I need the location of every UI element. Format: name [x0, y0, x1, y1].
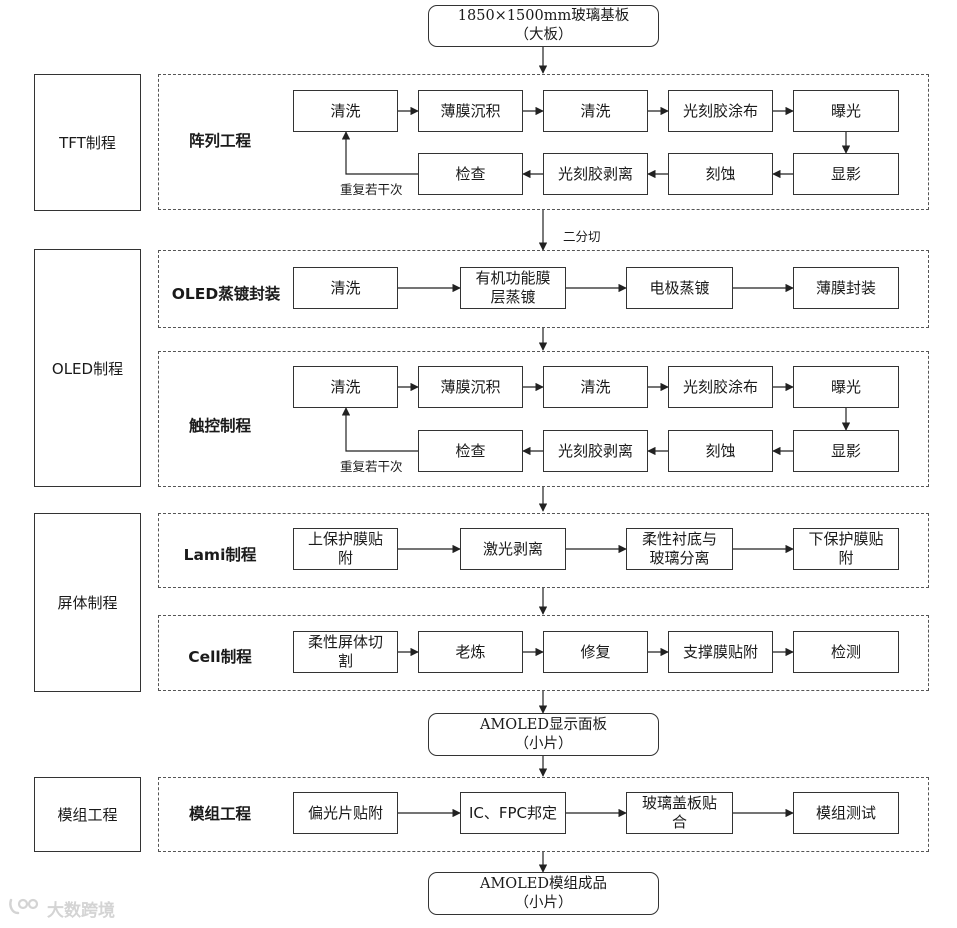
logo-icon [8, 896, 42, 921]
process-step: 曝光 [793, 90, 899, 132]
panel-lami [158, 513, 929, 588]
panel-array-label: 阵列工程 [188, 132, 251, 150]
process-step: 显影 [793, 153, 899, 195]
process-step: 光刻胶剥离 [543, 153, 648, 195]
start-node: 1850×1500mm玻璃基板 （大板） [428, 5, 659, 47]
process-step: 清洗 [293, 90, 398, 132]
process-step: 支撑膜贴附 [668, 631, 773, 673]
process-step: 清洗 [543, 366, 648, 408]
process-step: 薄膜沉积 [418, 90, 523, 132]
process-step: 修复 [543, 631, 648, 673]
panel-touch-label: 触控制程 [188, 417, 251, 435]
panel-lami-label: Lami制程 [183, 546, 257, 564]
process-step: 清洗 [543, 90, 648, 132]
process-step: IC、FPC邦定 [460, 792, 566, 834]
watermark-text: 大数跨境 [47, 901, 115, 921]
panel-array [158, 74, 929, 210]
panel-touch [158, 351, 929, 487]
process-step: 检查 [418, 153, 523, 195]
stage-oled: OLED制程 [34, 249, 141, 487]
panel-output-node: AMOLED显示面板 （小片） [428, 713, 659, 756]
process-step: 薄膜沉积 [418, 366, 523, 408]
process-step: 薄膜封装 [793, 267, 899, 309]
stage-screen-body: 屏体制程 [34, 513, 141, 692]
panel-cell [158, 615, 929, 691]
process-step: 柔性屏体切 割 [293, 631, 398, 673]
process-step: 有机功能膜 层蒸镀 [460, 267, 566, 309]
panel-oled-evaporation-label: OLED蒸镀封装 [171, 285, 281, 303]
panel-module-label: 模组工程 [188, 805, 251, 823]
panel-oled-evaporation [158, 250, 929, 328]
process-step: 光刻胶涂布 [668, 90, 773, 132]
process-step: 上保护膜贴 附 [293, 528, 398, 570]
process-step: 清洗 [293, 366, 398, 408]
process-step: 刻蚀 [668, 430, 773, 472]
process-step: 刻蚀 [668, 153, 773, 195]
final-product-node: AMOLED模组成品 （小片） [428, 872, 659, 915]
repeat-label: 重复若干次 [340, 459, 403, 474]
stage-tft: TFT制程 [34, 74, 141, 211]
loop-arrow [341, 407, 418, 452]
process-step: 曝光 [793, 366, 899, 408]
process-step: 激光剥离 [460, 528, 566, 570]
process-step: 玻璃盖板贴 合 [626, 792, 733, 834]
watermark: 大数跨境 [8, 896, 115, 921]
process-step: 电极蒸镀 [626, 267, 733, 309]
repeat-label: 重复若干次 [340, 182, 403, 197]
process-step: 显影 [793, 430, 899, 472]
process-step: 光刻胶涂布 [668, 366, 773, 408]
stage-module: 模组工程 [34, 777, 141, 852]
process-step: 下保护膜贴 附 [793, 528, 899, 570]
process-step: 柔性衬底与 玻璃分离 [626, 528, 733, 570]
cut-label: 二分切 [563, 229, 601, 244]
process-step: 清洗 [293, 267, 398, 309]
process-step: 检查 [418, 430, 523, 472]
process-step: 偏光片贴附 [293, 792, 398, 834]
panel-cell-label: Cell制程 [188, 648, 252, 666]
panel-module [158, 777, 929, 852]
process-step: 模组测试 [793, 792, 899, 834]
process-step: 检测 [793, 631, 899, 673]
process-step: 光刻胶剥离 [543, 430, 648, 472]
process-step: 老炼 [418, 631, 523, 673]
loop-arrow [341, 131, 418, 175]
